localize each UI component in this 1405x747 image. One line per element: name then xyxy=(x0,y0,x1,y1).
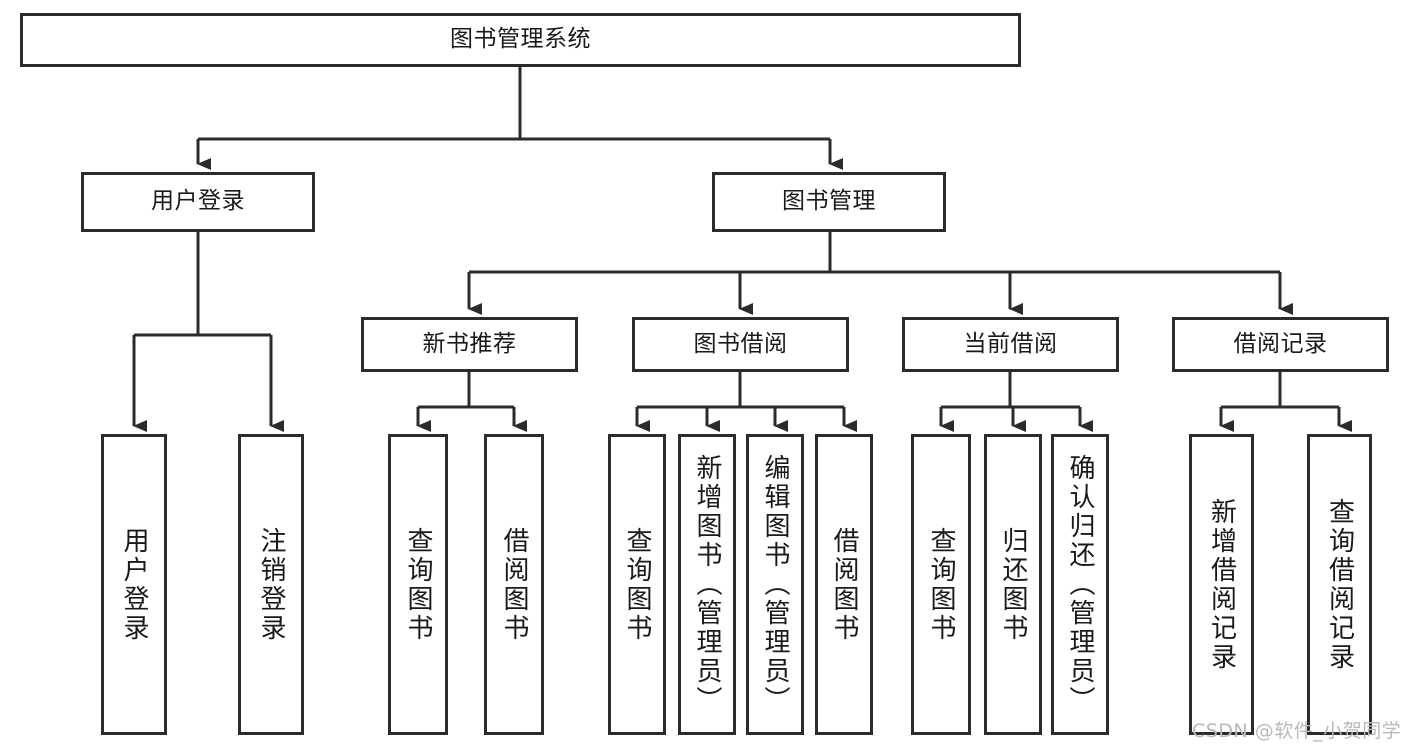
node-leaf-confirm-return-admin[interactable]: 确认归还（管理员） xyxy=(1051,434,1109,735)
node-leaf-query-book-3-label: 查询图书 xyxy=(926,526,957,643)
node-user-login[interactable]: 用户登录 xyxy=(81,172,315,232)
node-leaf-edit-book-admin-label: 编辑图书（管理员） xyxy=(760,454,791,715)
node-leaf-borrow-book-1[interactable]: 借阅图书 xyxy=(484,434,544,735)
node-root[interactable]: 图书管理系统 xyxy=(20,13,1021,67)
node-leaf-user-login[interactable]: 用户登录 xyxy=(101,434,167,735)
csdn-watermark: CSDN @软件_小贺同学 xyxy=(1192,720,1402,742)
node-leaf-add-borrow-record-label: 新增借阅记录 xyxy=(1206,497,1237,672)
node-leaf-query-book-2-label: 查询图书 xyxy=(622,526,653,643)
node-leaf-return-book-label: 归还图书 xyxy=(998,526,1029,643)
node-new-book-recommend[interactable]: 新书推荐 xyxy=(361,317,578,372)
node-book-manage-label: 图书管理 xyxy=(782,188,876,215)
node-leaf-edit-book-admin[interactable]: 编辑图书（管理员） xyxy=(746,434,804,735)
node-leaf-query-book-1[interactable]: 查询图书 xyxy=(388,434,448,735)
node-leaf-query-borrow-record-label: 查询借阅记录 xyxy=(1324,497,1355,672)
node-root-label: 图书管理系统 xyxy=(450,26,591,53)
node-leaf-add-book-admin[interactable]: 新增图书（管理员） xyxy=(678,434,736,735)
node-leaf-return-book[interactable]: 归还图书 xyxy=(984,434,1042,735)
node-borrow-record[interactable]: 借阅记录 xyxy=(1172,317,1389,372)
node-leaf-query-book-1-label: 查询图书 xyxy=(403,526,434,643)
node-leaf-user-login-label: 用户登录 xyxy=(119,526,150,643)
node-borrow-record-label: 借阅记录 xyxy=(1233,330,1328,357)
node-book-manage[interactable]: 图书管理 xyxy=(712,172,946,232)
node-new-book-recommend-label: 新书推荐 xyxy=(422,330,517,357)
node-leaf-add-borrow-record[interactable]: 新增借阅记录 xyxy=(1189,434,1254,735)
node-leaf-borrow-book-1-label: 借阅图书 xyxy=(499,526,530,643)
node-leaf-confirm-return-admin-label: 确认归还（管理员） xyxy=(1065,454,1096,715)
node-leaf-borrow-book-2[interactable]: 借阅图书 xyxy=(815,434,873,735)
node-leaf-query-borrow-record[interactable]: 查询借阅记录 xyxy=(1307,434,1372,735)
node-user-login-label: 用户登录 xyxy=(151,188,245,215)
node-leaf-query-book-2[interactable]: 查询图书 xyxy=(608,434,666,735)
node-leaf-query-book-3[interactable]: 查询图书 xyxy=(911,434,971,735)
node-current-borrow[interactable]: 当前借阅 xyxy=(902,317,1119,372)
node-book-borrow-label: 图书借阅 xyxy=(693,330,788,357)
node-leaf-user-logout-label: 注销登录 xyxy=(256,526,287,643)
node-leaf-borrow-book-2-label: 借阅图书 xyxy=(829,526,860,643)
node-current-borrow-label: 当前借阅 xyxy=(963,330,1058,357)
node-leaf-user-logout[interactable]: 注销登录 xyxy=(238,434,304,735)
node-leaf-add-book-admin-label: 新增图书（管理员） xyxy=(692,454,723,715)
node-book-borrow[interactable]: 图书借阅 xyxy=(632,317,849,372)
